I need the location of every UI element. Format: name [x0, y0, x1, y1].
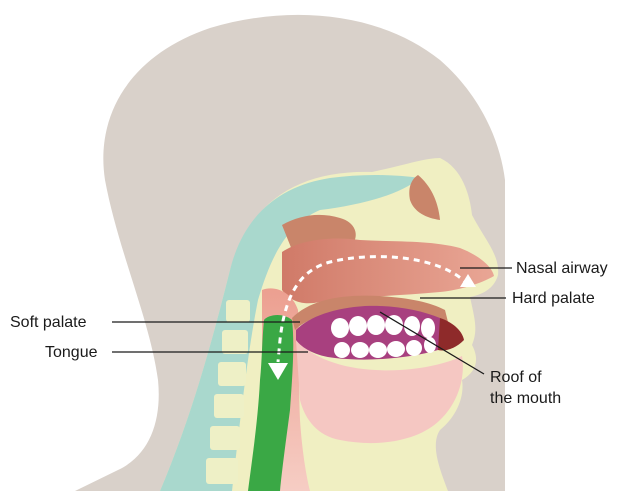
label-tongue: Tongue — [45, 344, 98, 361]
label-roof-of-mouth-line1: Roof of — [490, 369, 542, 386]
label-hard-palate: Hard palate — [512, 290, 595, 307]
label-nasal-airway: Nasal airway — [516, 260, 608, 277]
label-roof-of-mouth-line2: the mouth — [490, 390, 561, 407]
label-soft-palate: Soft palate — [10, 314, 87, 331]
